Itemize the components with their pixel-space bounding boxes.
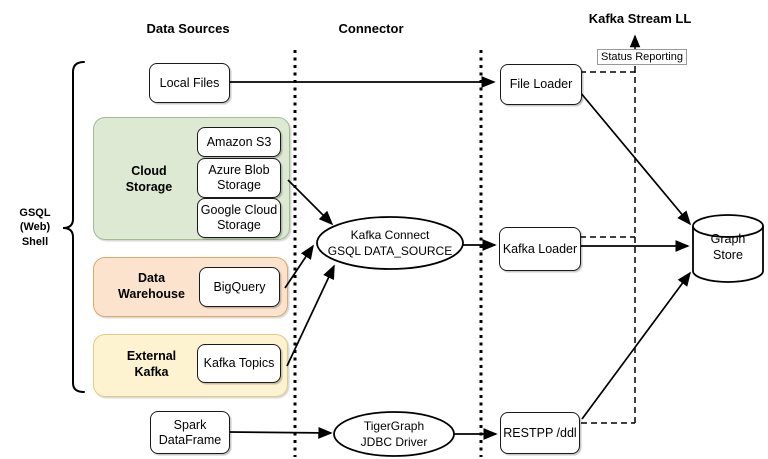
kafka-topics-node: Kafka Topics <box>197 344 281 383</box>
bigquery-node: BigQuery <box>199 267 280 307</box>
gsql-shell-label: GSQL (Web) Shell <box>19 207 51 248</box>
arrow-restpp-graphstore <box>581 271 692 420</box>
external-kafka-label: External Kafka <box>126 349 177 379</box>
arrow-fileloader-graphstore <box>579 91 692 226</box>
header-kafka-stream-ll: Kafka Stream LL <box>588 11 692 26</box>
kafka-connect-label: Kafka Connect GSQL DATA_SOURCE <box>327 228 453 258</box>
arrow-kafkatopics-kafkaconnect <box>286 264 335 367</box>
flow-arrows <box>227 76 692 440</box>
header-connector: Connector <box>338 21 404 36</box>
status-reporting-label: Status Reporting <box>597 49 687 65</box>
spark-dataframe-node: Spark DataFrame <box>150 411 230 454</box>
status-reporting-lines <box>580 34 641 424</box>
kafka-loader-node: Kafka Loader <box>499 227 581 271</box>
restpp-node: RESTPP /ddl <box>500 412 580 454</box>
arrow-bigquery-kafkaconnect <box>284 244 314 289</box>
tigergraph-jdbc-ellipse <box>333 411 455 457</box>
graph-store-cylinder <box>692 214 764 283</box>
amazon-s3-node: Amazon S3 <box>197 127 281 157</box>
cloud-storage-label: Cloud Storage <box>125 164 173 194</box>
graph-store-label: Graph Store <box>710 232 746 263</box>
google-cloud-node: Google Cloud Storage <box>197 198 281 238</box>
azure-blob-node: Azure Blob Storage <box>197 158 281 198</box>
kafka-connect-ellipse <box>316 216 464 270</box>
data-warehouse-label: Data Warehouse <box>118 271 185 301</box>
file-loader-node: File Loader <box>500 64 582 105</box>
arrow-azure-kafkaconnect <box>287 179 334 226</box>
arrow-spark-jdbc <box>227 426 333 439</box>
gsql-brace <box>62 61 85 393</box>
header-data-sources: Data Sources <box>146 21 230 36</box>
tigergraph-jdbc-label: TigerGraph JDBC Driver <box>360 419 428 449</box>
local-files-node: Local Files <box>149 63 230 103</box>
